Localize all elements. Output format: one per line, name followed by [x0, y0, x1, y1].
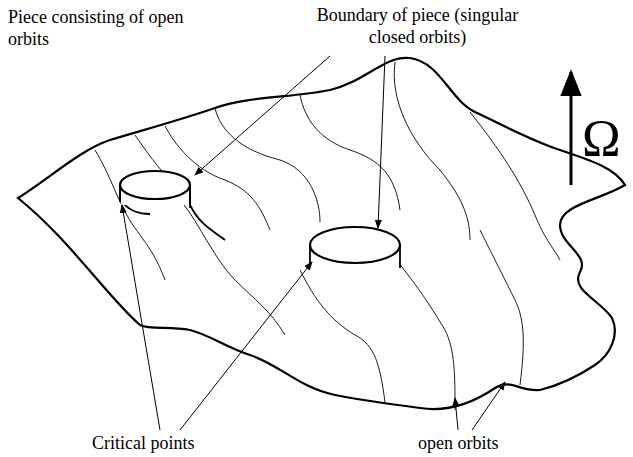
- axis-symbol: Ω: [582, 108, 630, 170]
- callout-label: open orbits: [418, 432, 538, 454]
- orbit-lines: [95, 62, 560, 410]
- callout-label: Critical points: [92, 432, 262, 454]
- leader-lines: [122, 56, 505, 430]
- rotation-arrow: [570, 72, 573, 185]
- boundary-cylinder: [120, 171, 225, 240]
- surface-outline: [18, 58, 625, 409]
- boundary-label: Boundary of piece (singular closed orbit…: [300, 4, 535, 48]
- region-label: Piece consisting of open orbits: [8, 6, 208, 50]
- boundary-cylinder: [310, 227, 400, 268]
